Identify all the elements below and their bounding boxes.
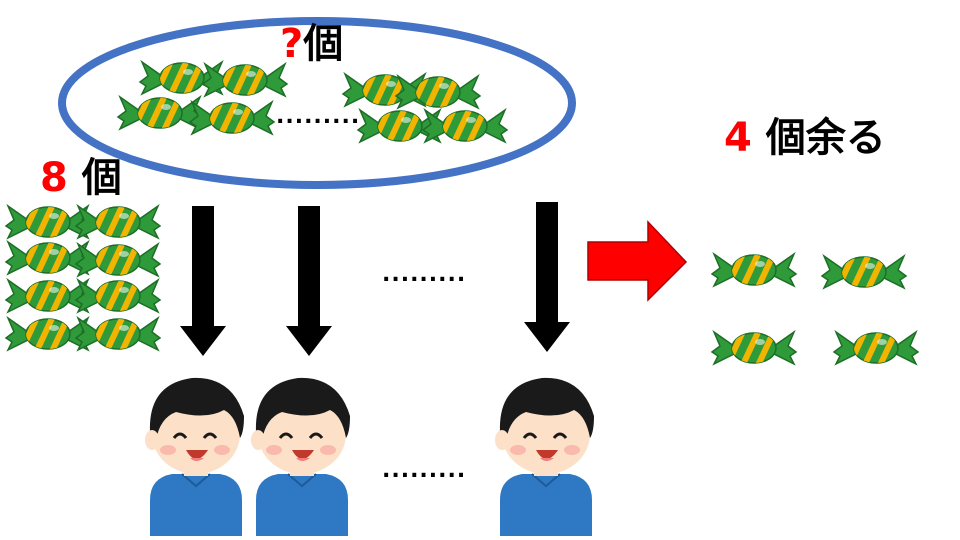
per-person-count-label: 8 個	[40, 158, 122, 198]
candy-icon	[118, 86, 202, 137]
remainder-label: 4 個余る	[724, 118, 886, 158]
candy-icon	[203, 53, 287, 104]
arrow-down-icon	[524, 202, 570, 352]
arrow-down-icon	[286, 206, 332, 356]
ellipsis-people: .........	[382, 458, 467, 483]
unknown-unit: 個	[303, 21, 344, 67]
arrow-down-icon	[180, 206, 226, 356]
per-person-unit: 個	[81, 155, 122, 201]
ellipsis-arrows: .........	[382, 262, 467, 287]
ellipsis-candies: .........	[276, 104, 361, 129]
candy-icon	[834, 321, 918, 372]
boy-icon	[495, 377, 594, 536]
question-mark: ?	[280, 21, 304, 67]
unknown-count-label: ?個	[280, 24, 343, 64]
boy-icon	[251, 377, 350, 536]
remainder-text: 個余る	[765, 115, 886, 161]
candy-icon	[712, 321, 796, 372]
per-person-number: 8	[40, 155, 68, 201]
boy-icon	[145, 377, 245, 536]
candy-icon	[822, 245, 906, 296]
candy-icon	[190, 91, 274, 142]
remainder-number: 4	[724, 115, 752, 161]
arrow-right-icon	[587, 220, 688, 302]
candy-icon	[396, 65, 480, 116]
candy-icon	[712, 243, 796, 294]
candy-group-ellipse	[58, 17, 576, 189]
